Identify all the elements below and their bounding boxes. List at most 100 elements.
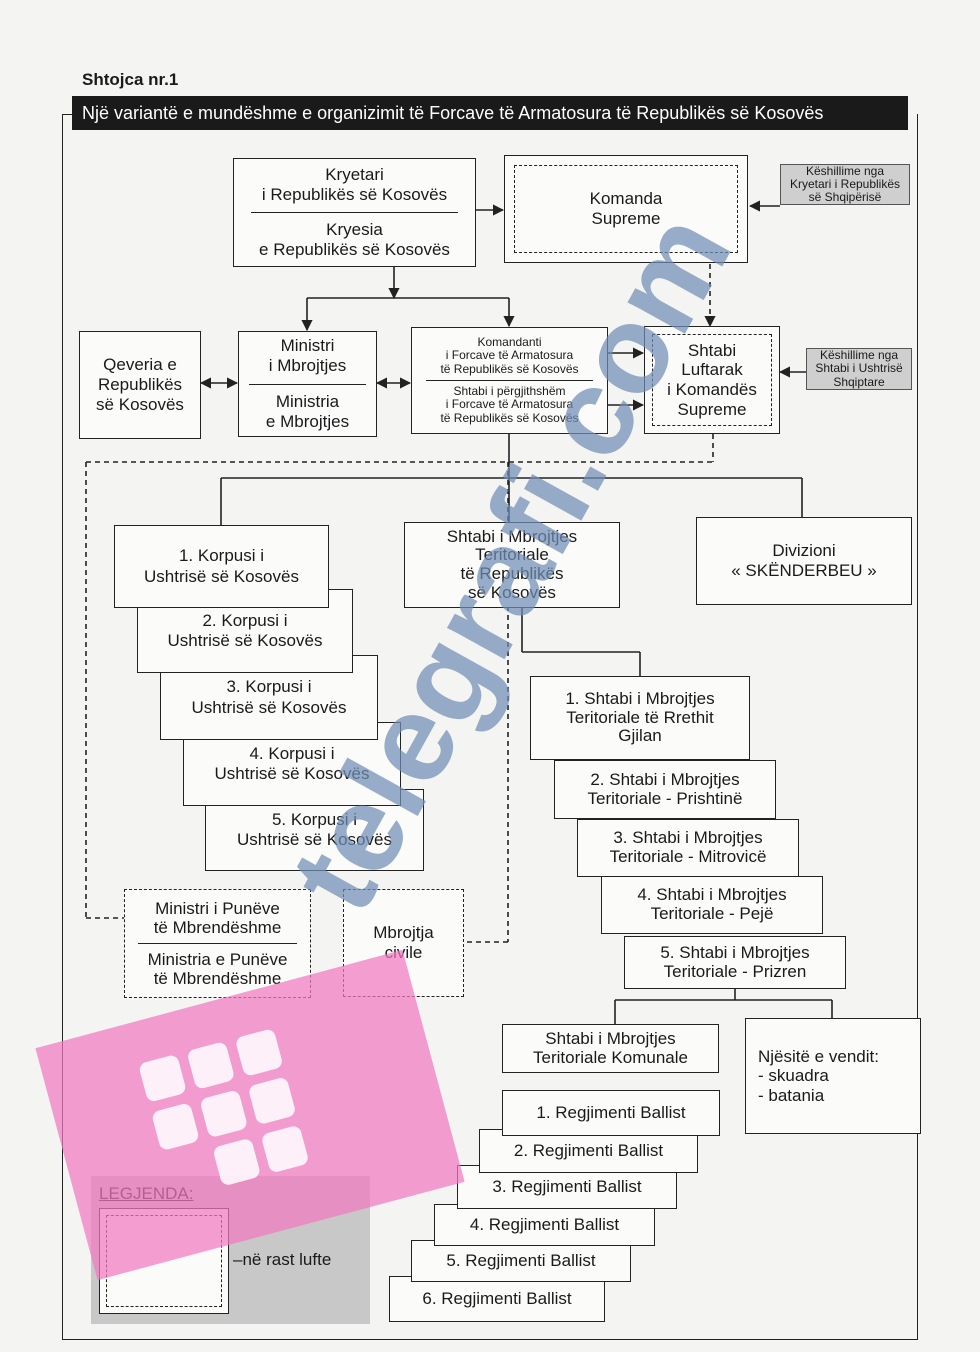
regional-staff-1-line2: Teritoriale të Rrethit bbox=[566, 707, 714, 727]
corps-1-line1: 1. Korpusi i bbox=[178, 546, 265, 566]
local-units-battalions: - batania bbox=[758, 1085, 825, 1105]
general-staff-line3: të Republikës së Kosovës bbox=[440, 410, 579, 425]
corps-4-line2: Ushtrisë së Kosovës bbox=[214, 764, 370, 783]
page-title-text: Një variantë e mundëshme e organizimit t… bbox=[82, 102, 824, 123]
civil-defense-box: Mbrojtja civile bbox=[343, 889, 464, 997]
defense-minister-box: Ministri i Mbrojtjes Ministria e Mbrojtj… bbox=[238, 331, 377, 437]
civil-defense-line2: civile bbox=[384, 943, 423, 962]
corps-2-line2: Ushtrisë së Kosovës bbox=[167, 631, 323, 650]
commander-line1: Komandanti bbox=[477, 334, 542, 349]
regional-staff-1-line3: Gjilan bbox=[618, 726, 662, 746]
regiment-2-box: 2. Regjimenti Ballist bbox=[479, 1129, 698, 1173]
corps-3-line2: Ushtrisë së Kosovës bbox=[191, 697, 347, 717]
regiment-6-box: 6. Regjimenti Ballist bbox=[389, 1276, 605, 1322]
regional-staff-1-line1: 1. Shtabi i Mbrojtjes bbox=[565, 688, 715, 708]
regional-staff-2-box: 2. Shtabi i Mbrojtjes Teritoriale - Pris… bbox=[554, 760, 776, 819]
presidency-title: Kryesia bbox=[326, 220, 383, 239]
corps-2-line1: 2. Korpusi i bbox=[202, 610, 288, 630]
regional-staff-4-line1: 4. Shtabi i Mbrojtjes bbox=[637, 885, 787, 905]
advice-president-line3: së Shqipërisë bbox=[808, 190, 882, 205]
general-staff-line2: i Forcave të Armatosura bbox=[445, 397, 574, 412]
general-staff-line1: Shtabi i përgjithshëm bbox=[453, 384, 566, 398]
civil-defense-line1: Mbrojtja bbox=[373, 922, 434, 942]
local-units-title: Njësitë e vendit: bbox=[758, 1046, 879, 1066]
corps-3-line1: 3. Korpusi i bbox=[226, 677, 312, 697]
interior-minister-line2: të Mbrendëshme bbox=[153, 917, 282, 937]
regional-staff-2-line1: 2. Shtabi i Mbrojtjes bbox=[590, 769, 740, 789]
local-units-box: Njësitë e vendit: - skuadra - batania bbox=[745, 1018, 921, 1134]
supreme-command-inner: Komanda Supreme bbox=[514, 165, 738, 253]
regiment-5-box: 5. Regjimenti Ballist bbox=[411, 1240, 631, 1282]
interior-ministry-line2: të Mbrendëshme bbox=[153, 969, 282, 989]
commander-line2: i Forcave të Armatosura bbox=[445, 348, 574, 363]
frame-top-left bbox=[62, 114, 72, 115]
regional-staff-5-box: 5. Shtabi i Mbrojtjes Teritoriale - Priz… bbox=[624, 936, 846, 989]
regiment-1-label: 1. Regjimenti Ballist bbox=[536, 1102, 686, 1122]
division-line2: « SKËNDERBEU » bbox=[731, 561, 877, 580]
regiment-1-box: 1. Regjimenti Ballist bbox=[502, 1090, 720, 1136]
commander-line3: të Republikës së Kosovës bbox=[440, 361, 579, 376]
interior-ministry-line1: Ministria e Punëve bbox=[147, 950, 288, 969]
defense-minister-line2: i Mbrojtjes bbox=[268, 356, 347, 376]
appendix-label: Shtojca nr.1 bbox=[82, 70, 179, 89]
division-box: Divizioni « SKËNDERBEU » bbox=[696, 517, 912, 605]
regional-staff-5-line1: 5. Shtabi i Mbrojtjes bbox=[660, 942, 810, 962]
supreme-command-box: Komanda Supreme bbox=[504, 155, 748, 263]
municipal-staff-line1: Shtabi i Mbrojtjes bbox=[545, 1028, 676, 1048]
diagram-frame bbox=[62, 114, 918, 1340]
defense-ministry-line1: Ministria bbox=[275, 391, 340, 411]
regiment-2-label: 2. Regjimenti Ballist bbox=[513, 1140, 664, 1160]
interior-minister-box: Ministri i Punëve të Mbrendëshme Ministr… bbox=[124, 889, 311, 998]
supreme-command-line1: Komanda bbox=[589, 188, 663, 208]
territorial-defense-line2: Teritoriale bbox=[475, 545, 549, 565]
presidency-subtitle: e Republikës së Kosovës bbox=[259, 240, 450, 260]
war-staff-inner: Shtabi Luftarak i Komandës Supreme bbox=[652, 334, 772, 426]
legend-description: –në rast lufte bbox=[233, 1250, 332, 1269]
war-staff-line4: Supreme bbox=[677, 399, 747, 419]
advice-president-line2: Kryetari i Republikës bbox=[789, 176, 901, 191]
government-line1: Qeveria e bbox=[103, 354, 177, 374]
corps-5-line1: 5. Korpusi i bbox=[271, 809, 358, 829]
advice-army-line1: Këshillime nga bbox=[819, 348, 899, 363]
advice-president-line1: Këshillime nga bbox=[805, 163, 885, 178]
corps-1-box: 1. Korpusi i Ushtrisë së Kosovës bbox=[114, 525, 329, 608]
regiment-6-label: 6. Regjimenti Ballist bbox=[422, 1288, 572, 1308]
regional-staff-2-line2: Teritoriale - Prishtinë bbox=[587, 788, 743, 808]
defense-minister-line1: Ministri bbox=[280, 336, 335, 356]
corps-4-line1: 4. Korpusi i bbox=[249, 743, 335, 763]
regiment-3-label: 3. Regjimenti Ballist bbox=[492, 1176, 642, 1196]
territorial-defense-line1: Shtabi i Mbrojtjes bbox=[446, 526, 578, 546]
government-box: Qeveria e Republikës së Kosovës bbox=[79, 331, 201, 439]
corps-5-line2: Ushtrisë së Kosovës bbox=[237, 830, 392, 849]
advice-army-line3: Shqiptare bbox=[833, 374, 885, 389]
armed-forces-commander-box: Komandanti i Forcave të Armatosura të Re… bbox=[411, 327, 608, 434]
regional-staff-4-line2: Teritoriale - Pejë bbox=[650, 904, 774, 923]
defense-ministry-line2: e Mbrojtjes bbox=[265, 411, 350, 431]
legend-title: LEGJENDA: bbox=[99, 1184, 194, 1203]
regional-staff-3-line1: 3. Shtabi i Mbrojtjes bbox=[613, 828, 763, 848]
government-line3: së Kosovës bbox=[96, 395, 184, 415]
regional-staff-1-box: 1. Shtabi i Mbrojtjes Teritoriale të Rre… bbox=[530, 676, 750, 760]
advice-albania-army-box: Këshillime nga Shtabi i Ushtrisë Shqipta… bbox=[806, 348, 912, 390]
regiment-4-box: 4. Regjimenti Ballist bbox=[434, 1204, 655, 1246]
war-staff-line3: i Komandës bbox=[667, 380, 757, 399]
corps-1-line2: Ushtrisë së Kosovës bbox=[144, 566, 299, 586]
division-line1: Divizioni bbox=[772, 540, 836, 560]
page-title: Një variantë e mundëshme e organizimit t… bbox=[72, 96, 908, 130]
president-title: Kryetari bbox=[325, 164, 384, 184]
legend-sample-dashed bbox=[106, 1215, 222, 1307]
interior-minister-line1: Ministri i Punëve bbox=[155, 898, 280, 918]
war-staff-line1: Shtabi bbox=[687, 340, 737, 360]
commander-divider bbox=[425, 380, 594, 381]
regiment-4-label: 4. Regjimenti Ballist bbox=[469, 1214, 620, 1234]
regional-staff-3-box: 3. Shtabi i Mbrojtjes Teritoriale - Mitr… bbox=[577, 819, 799, 877]
legend-sample-box bbox=[99, 1208, 229, 1314]
local-units-squads: - skuadra bbox=[758, 1066, 829, 1086]
legend-panel: LEGJENDA: –në rast lufte bbox=[91, 1176, 370, 1324]
defense-minister-divider bbox=[248, 383, 367, 385]
supreme-command-line2: Supreme bbox=[591, 209, 661, 228]
regional-staff-5-line2: Teritoriale - Prizren bbox=[663, 961, 807, 981]
municipal-staff-line2: Teritoriale Komunale bbox=[533, 1047, 688, 1067]
government-line2: Republikës bbox=[97, 374, 183, 394]
